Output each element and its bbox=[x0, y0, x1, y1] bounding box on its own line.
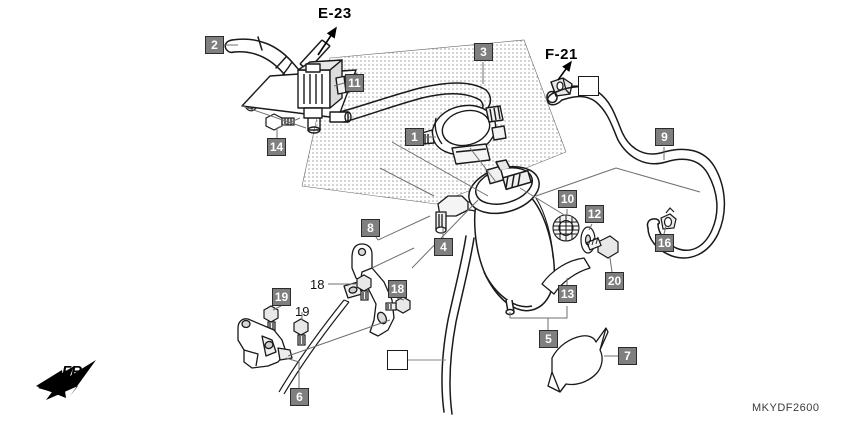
callout-12[interactable]: 12 bbox=[585, 205, 604, 223]
part-7-cushion bbox=[547, 327, 609, 393]
section-ref-f21: F-21 bbox=[545, 46, 578, 63]
fr-orientation-label: FR. bbox=[62, 363, 87, 380]
callout-1[interactable]: 1 bbox=[405, 128, 424, 146]
plain-number-18: 18 bbox=[310, 277, 325, 292]
fr-arrow-icon bbox=[36, 360, 96, 400]
callout-16[interactable]: 16 bbox=[655, 234, 674, 252]
callout-20[interactable]: 20 bbox=[605, 272, 624, 290]
empty-ref-box-hose[interactable] bbox=[387, 350, 408, 370]
thin-rod bbox=[278, 299, 350, 395]
callout-4[interactable]: 4 bbox=[434, 238, 453, 256]
part-11-purge-valve bbox=[241, 59, 359, 134]
part-19-bolt-right bbox=[293, 318, 309, 346]
part-9-hose bbox=[546, 86, 726, 259]
callout-7[interactable]: 7 bbox=[618, 347, 637, 365]
callout-5[interactable]: 5 bbox=[539, 330, 558, 348]
e23-arrow bbox=[317, 26, 337, 56]
callout-13[interactable]: 13 bbox=[558, 285, 577, 303]
callout-14[interactable]: 14 bbox=[267, 138, 286, 156]
section-ref-e23: E-23 bbox=[318, 5, 352, 22]
part-8-bracket bbox=[343, 243, 395, 337]
callout-10[interactable]: 10 bbox=[558, 190, 577, 208]
callout-19-boxed[interactable]: 19 bbox=[272, 288, 291, 306]
callout-8[interactable]: 8 bbox=[361, 219, 380, 237]
part-5-canister bbox=[468, 159, 556, 316]
drain-hose bbox=[441, 235, 475, 415]
callout-3[interactable]: 3 bbox=[474, 43, 493, 61]
callout-6[interactable]: 6 bbox=[290, 388, 309, 406]
leader-lines bbox=[224, 44, 701, 388]
callout-9[interactable]: 9 bbox=[655, 128, 674, 146]
part-16-clamp bbox=[660, 207, 677, 230]
empty-ref-box-f21[interactable] bbox=[578, 76, 599, 96]
part-code-watermark: MKYDF2600 bbox=[752, 402, 820, 414]
part-20-bolt bbox=[586, 235, 619, 259]
part-6-bracket bbox=[237, 318, 293, 369]
plain-number-19: 19 bbox=[295, 304, 310, 319]
part-10-grommet bbox=[552, 214, 580, 242]
callout-11[interactable]: 11 bbox=[345, 74, 364, 92]
part-18-bolt-left bbox=[356, 274, 372, 301]
callout-18-boxed[interactable]: 18 bbox=[388, 280, 407, 298]
f21-arrow bbox=[557, 60, 572, 81]
part-1-insulator-ring bbox=[421, 104, 507, 165]
callout-2[interactable]: 2 bbox=[205, 36, 224, 54]
